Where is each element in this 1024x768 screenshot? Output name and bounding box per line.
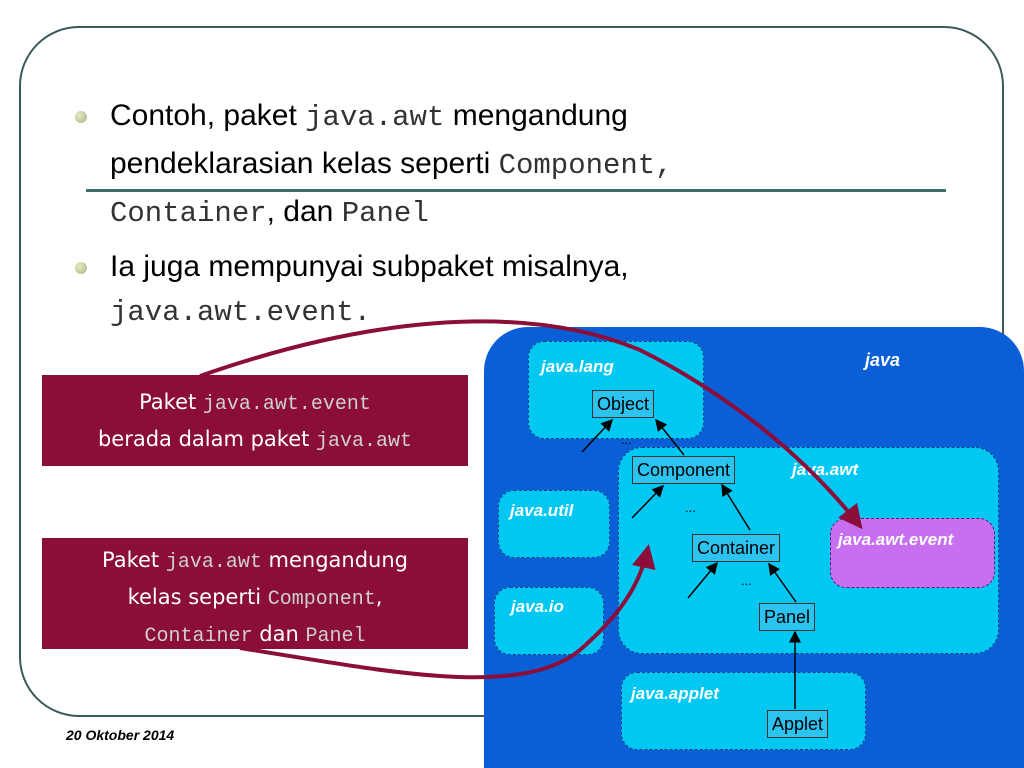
- class-component: Component: [632, 456, 736, 484]
- class-applet: Applet: [767, 710, 829, 738]
- class-container: Container: [692, 534, 781, 562]
- package-java-awt-event-label: java.awt.event: [838, 530, 954, 549]
- footer-date: 20 Oktober 2014: [66, 727, 175, 743]
- package-java-util-label: java.util: [510, 501, 574, 520]
- package-java-awt-event: [830, 518, 995, 588]
- title-rule: [86, 189, 946, 192]
- bullet-1-line-2: pendeklarasian kelas seperti Component,: [110, 147, 673, 182]
- ellipsis: ...: [685, 500, 696, 515]
- bullet-icon: [75, 111, 87, 123]
- class-panel: Panel: [759, 603, 816, 631]
- ellipsis: ...: [621, 432, 632, 447]
- package-java-lang-label: java.lang: [541, 357, 614, 376]
- bullet-2-line-1: Ia juga mempunyai subpaket misalnya,: [110, 250, 629, 283]
- java-label: java: [865, 350, 901, 370]
- package-java-awt-label: java.awt: [792, 460, 859, 479]
- package-java-applet-label: java.applet: [631, 684, 719, 703]
- package-java-io-label: java.io: [511, 597, 564, 616]
- bullet-text-2: Ia juga mempunyai subpaket misalnya, jav…: [110, 244, 629, 336]
- bullet-text-1: Contoh, paket java.awt mengandung pendek…: [110, 93, 673, 237]
- callout-event: Paket java.awt.event berada dalam paket …: [42, 375, 468, 466]
- bullet-1-line-3: Container, dan Panel: [110, 195, 429, 230]
- bullet-icon: [75, 262, 87, 274]
- class-object: Object: [592, 390, 655, 418]
- callout-awt: Paket java.awt mengandung kelas seperti …: [42, 538, 468, 649]
- bullet-1-line-1: Contoh, paket java.awt mengandung: [110, 99, 628, 134]
- ellipsis: ...: [741, 573, 752, 588]
